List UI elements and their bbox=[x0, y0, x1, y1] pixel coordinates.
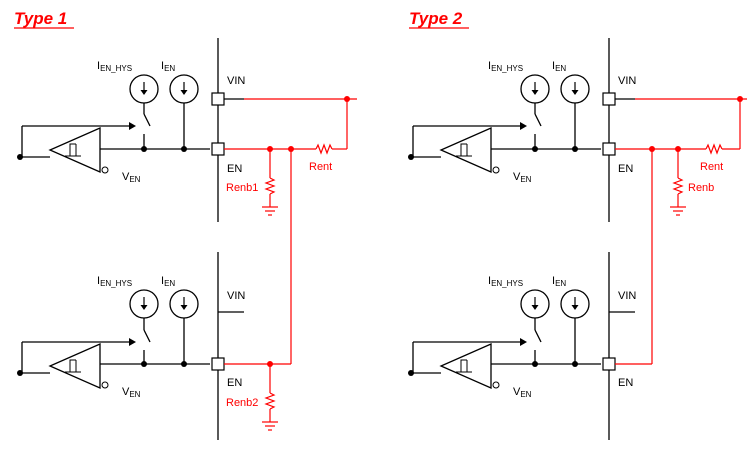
en-label: EN bbox=[227, 163, 242, 175]
ien-hys-label: IEN_HYS bbox=[97, 275, 132, 288]
hysteresis-switch bbox=[143, 329, 151, 343]
ien-label: IEN bbox=[552, 275, 566, 288]
renb2-resistor-icon bbox=[264, 392, 276, 410]
rent-label: Rent bbox=[700, 161, 723, 173]
hysteresis-switch bbox=[534, 329, 542, 343]
ien-label: IEN bbox=[161, 60, 175, 73]
en-label: EN bbox=[618, 163, 633, 175]
renb2-label: Renb2 bbox=[226, 397, 258, 409]
rent-label: Rent bbox=[309, 161, 332, 173]
en-pin bbox=[211, 357, 225, 371]
renb-resistor-icon bbox=[672, 177, 684, 195]
ien-hys-label: IEN_HYS bbox=[488, 275, 523, 288]
en-label: EN bbox=[618, 377, 633, 389]
rent-resistor-icon bbox=[705, 143, 723, 155]
vin-label: VIN bbox=[227, 75, 245, 87]
type1-external-network: Rent Renb1 Renb2 bbox=[224, 96, 357, 431]
ien-hys-label: IEN_HYS bbox=[97, 60, 132, 73]
ien-label: IEN bbox=[552, 60, 566, 73]
comparator-icon bbox=[48, 343, 101, 389]
type2-panel: Type 2 IEN_HYS IEN VEN bbox=[408, 9, 747, 440]
ien-hys-label: IEN_HYS bbox=[488, 60, 523, 73]
type2-title: Type 2 bbox=[409, 9, 463, 28]
ven-label: VEN bbox=[513, 386, 532, 399]
type1-panel: Type 1 IEN_HYS IEN VEN bbox=[14, 9, 357, 440]
renb1-label: Renb1 bbox=[226, 182, 258, 194]
type2-device-lower: IEN_HYS IEN VEN VIN EN bbox=[408, 275, 636, 399]
ven-label: VEN bbox=[122, 386, 141, 399]
vin-pin bbox=[602, 92, 616, 106]
type2-external-network: Rent Renb bbox=[615, 96, 747, 365]
vin-label: VIN bbox=[618, 75, 636, 87]
type1-device-upper: IEN_HYS IEN VEN VIN EN bbox=[17, 60, 245, 184]
comparator-icon bbox=[48, 127, 101, 173]
en-pin bbox=[602, 142, 616, 156]
type1-title: Type 1 bbox=[14, 9, 67, 28]
vin-pin bbox=[211, 92, 225, 106]
en-pin bbox=[211, 142, 225, 156]
comparator-icon bbox=[439, 127, 492, 173]
comparator-icon bbox=[439, 343, 492, 389]
hysteresis-switch bbox=[143, 113, 151, 127]
type1-device-lower: IEN_HYS IEN VEN VIN EN bbox=[17, 275, 245, 399]
en-label: EN bbox=[227, 377, 242, 389]
rent-resistor-icon bbox=[315, 143, 333, 155]
ven-label: VEN bbox=[122, 171, 141, 184]
renb1-resistor-icon bbox=[264, 177, 276, 195]
ien-label: IEN bbox=[161, 275, 175, 288]
type2-device-upper: IEN_HYS IEN VEN VIN EN bbox=[408, 60, 636, 184]
ven-label: VEN bbox=[513, 171, 532, 184]
en-pin bbox=[602, 357, 616, 371]
vin-label: VIN bbox=[227, 290, 245, 302]
renb-label: Renb bbox=[688, 182, 714, 194]
vin-label: VIN bbox=[618, 290, 636, 302]
hysteresis-switch bbox=[534, 113, 542, 127]
